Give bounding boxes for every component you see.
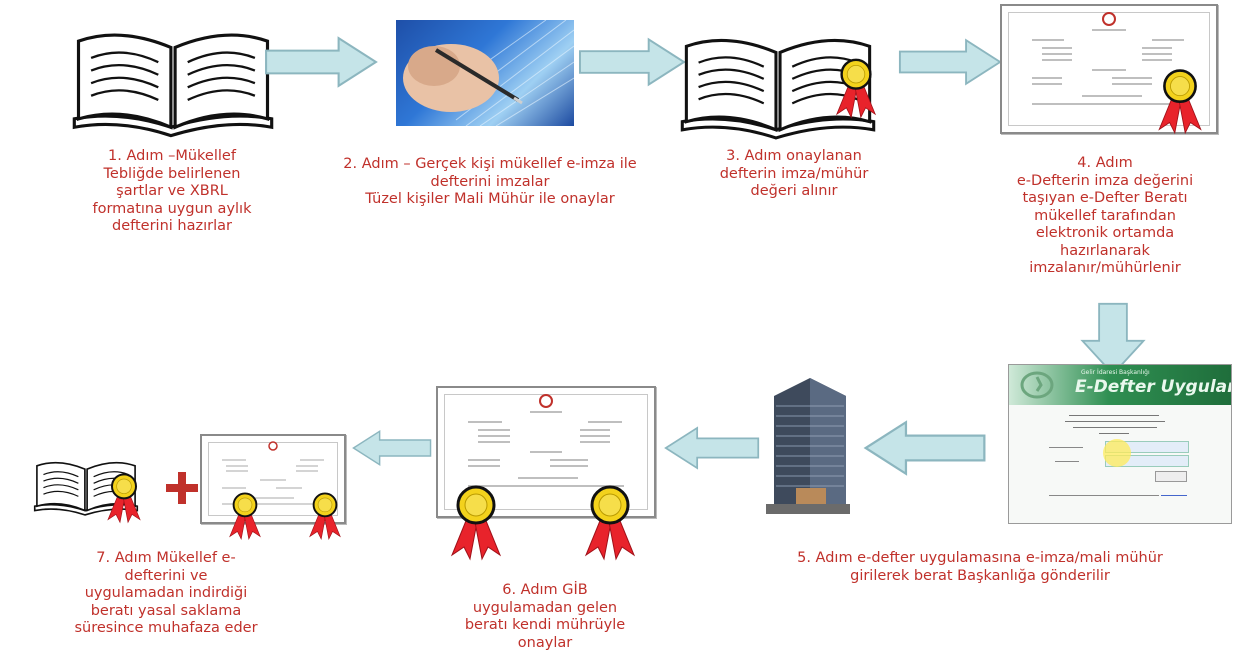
seal-ribbon-icon <box>228 492 262 541</box>
seal-ribbon-icon <box>106 473 142 524</box>
flow-arrow-right <box>265 37 377 87</box>
seal-ribbon-icon <box>1157 69 1203 135</box>
flow-arrow-right <box>578 38 686 86</box>
seal-ribbon-icon <box>835 58 877 119</box>
flow-arrow-left <box>352 430 432 466</box>
step-2-caption: 2. Adım – Gerçek kişi mükellef e-imza il… <box>343 156 637 207</box>
flow-arrow-left <box>664 426 760 470</box>
e-defter-app-screen: Gelir İdaresi Başkanlığı E-Defter Uygula… <box>1008 364 1232 524</box>
plus-icon <box>166 472 198 504</box>
building-icon <box>766 378 850 514</box>
app-submit-button[interactable] <box>1155 471 1187 482</box>
pen-digital-icon <box>396 20 574 126</box>
app-header-title: E-Defter Uygulaması <box>1075 377 1231 397</box>
seal-ribbon-icon <box>584 485 636 561</box>
seal-ribbon-icon <box>450 485 502 561</box>
app-header-small: Gelir İdaresi Başkanlığı <box>1081 369 1150 376</box>
flow-arrow-right <box>898 39 1002 85</box>
open-book-icon <box>72 33 274 138</box>
step-5-caption: 5. Adım e-defter uygulamasına e-imza/mal… <box>797 550 1163 584</box>
seal-ribbon-icon <box>308 492 342 541</box>
flow-arrow-left <box>864 420 986 476</box>
